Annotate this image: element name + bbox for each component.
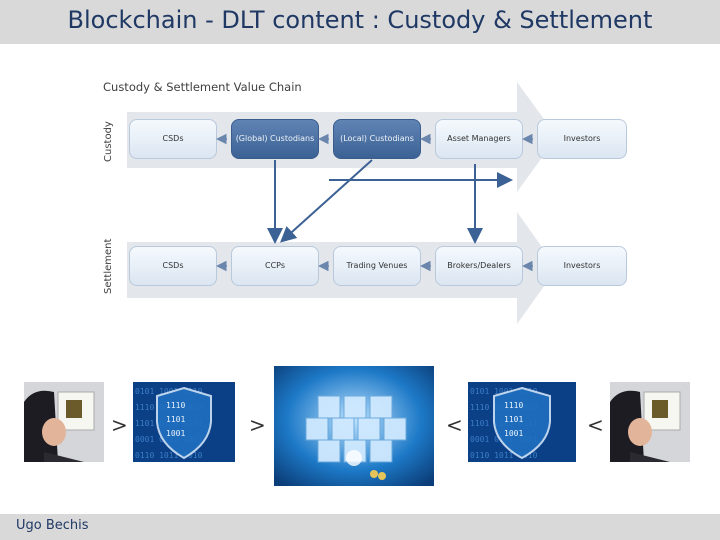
- operator-3: <: [446, 413, 463, 437]
- slide-title: Blockchain - DLT content : Custody & Set…: [67, 6, 653, 34]
- person-id-card-image-right: [610, 382, 690, 462]
- svg-text:1101: 1101: [504, 415, 523, 424]
- blockchain-cubes-image: [274, 366, 434, 486]
- svg-text:1110: 1110: [166, 401, 185, 410]
- flow-arrows: [216, 133, 533, 272]
- settlement-box-investors: Investors: [537, 246, 627, 286]
- custody-box-investors: Investors: [537, 119, 627, 159]
- blockchain-cubes-icon: [274, 366, 434, 486]
- value-chain-diagram: Custody & Settlement Value Chain Custody…: [97, 72, 627, 326]
- svg-text:1101: 1101: [166, 415, 185, 424]
- settlement-box-trading-venues: Trading Venues: [333, 246, 421, 286]
- footer-bar: [0, 514, 720, 540]
- custody-box-local-custodians: (Local) Custodians: [333, 119, 421, 159]
- diagram-title: Custody & Settlement Value Chain: [103, 80, 302, 94]
- person-id-card-image-left: [24, 382, 104, 462]
- custody-box-asset-managers: Asset Managers: [435, 119, 523, 159]
- svg-text:0110 1011 0010: 0110 1011 0010: [470, 451, 538, 460]
- svg-text:0101 1001 0110: 0101 1001 0110: [470, 387, 538, 396]
- person-id-card-icon: [24, 382, 104, 462]
- svg-text:0110 1011 0010: 0110 1011 0010: [135, 451, 203, 460]
- operator-4: <: [587, 413, 604, 437]
- author-name: Ugo Bechis: [16, 518, 89, 533]
- svg-text:1001: 1001: [504, 429, 523, 438]
- operator-1: >: [111, 413, 128, 437]
- custody-box-global-custodians: (Global) Custodians: [231, 119, 319, 159]
- title-bar: [0, 0, 720, 44]
- settlement-box-brokers-dealers: Brokers/Dealers: [435, 246, 523, 286]
- operator-2: >: [249, 413, 266, 437]
- settlement-box-ccps: CCPs: [231, 246, 319, 286]
- person-id-card-icon: [610, 382, 690, 462]
- svg-text:1110: 1110: [504, 401, 523, 410]
- svg-text:1001: 1001: [166, 429, 185, 438]
